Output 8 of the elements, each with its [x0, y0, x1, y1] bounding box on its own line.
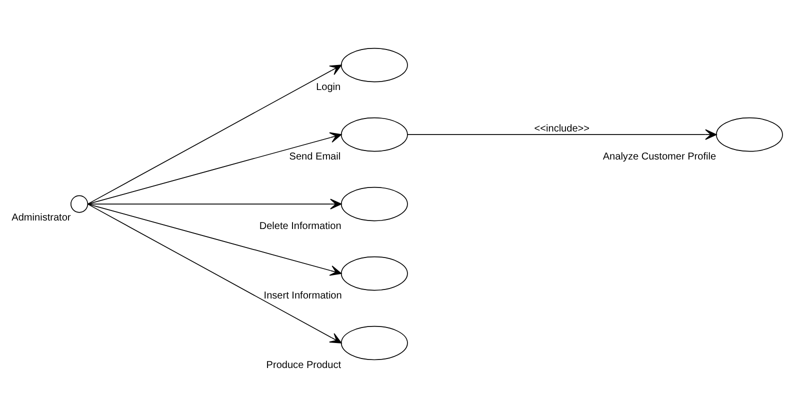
edge-label: <<include>> — [534, 123, 590, 134]
node-label: Analyze Customer Profile — [602, 150, 716, 162]
node-label: Login — [316, 81, 341, 92]
node-label: Produce Product — [266, 359, 342, 370]
node-label: Send Email — [289, 150, 341, 162]
node-label: Administrator — [12, 212, 71, 223]
node-label: Insert Information — [264, 290, 342, 301]
node-label: Delete Information — [259, 220, 342, 232]
